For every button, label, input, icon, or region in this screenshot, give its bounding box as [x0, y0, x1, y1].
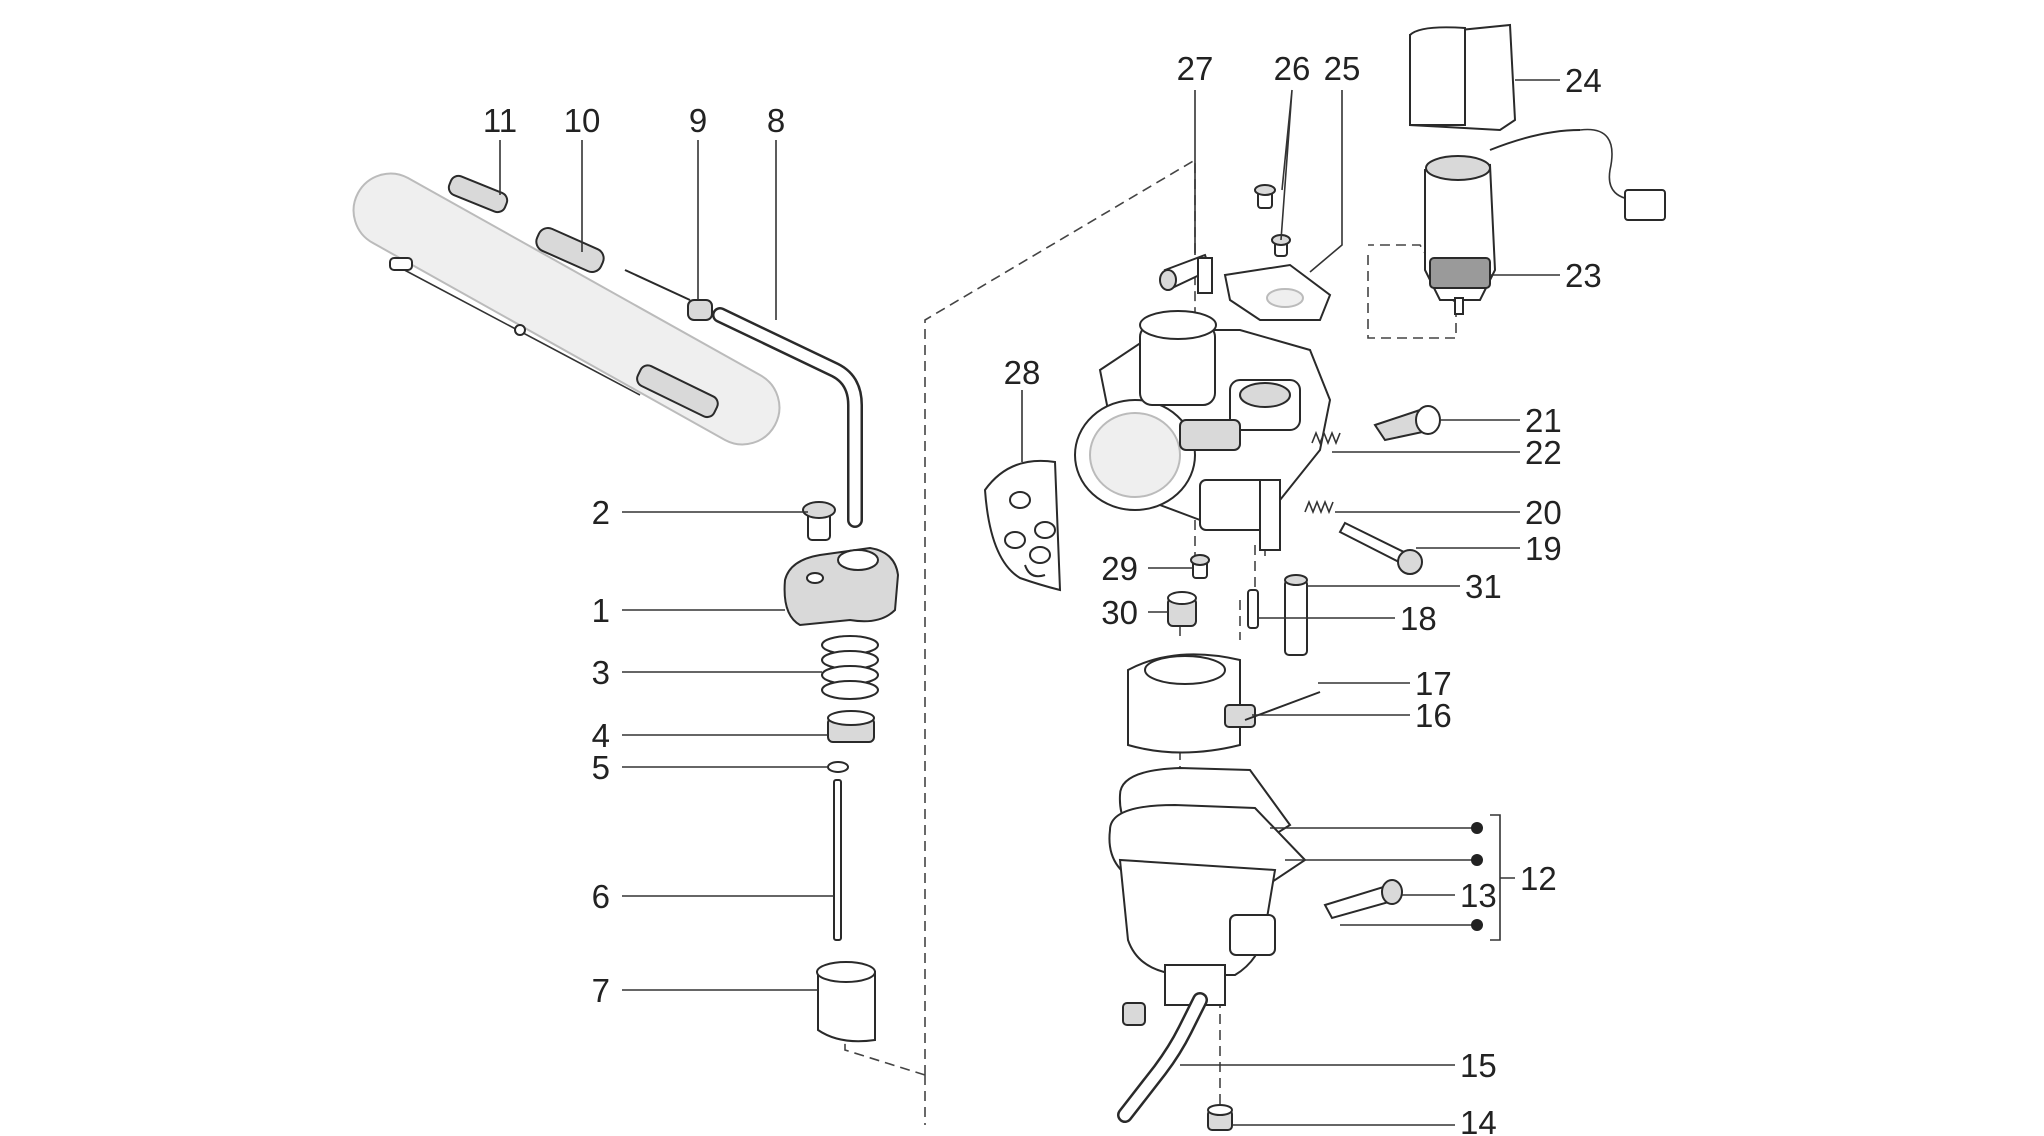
- callout-15: 15: [1460, 1047, 1497, 1084]
- callout-18: 18: [1400, 600, 1437, 637]
- part-5-needle-clip: [827, 761, 849, 773]
- callout-10: 10: [564, 102, 601, 139]
- part-11-cable-end-pin: [447, 174, 509, 214]
- callout-19: 19: [1525, 530, 1562, 567]
- callout-31: 31: [1465, 568, 1502, 605]
- callout-3: 3: [592, 654, 610, 691]
- part-22-spring: [1311, 430, 1341, 446]
- main-carburetor-body: [1074, 310, 1332, 551]
- part-31-emulsion-tube: [1284, 574, 1308, 656]
- leader-lines: [499, 79, 1560, 1126]
- callout-16: 16: [1415, 697, 1452, 734]
- callout-21: 21: [1525, 402, 1562, 439]
- part-3-spring: [821, 635, 879, 700]
- callout-9: 9: [689, 102, 707, 139]
- part-6-jet-needle: [833, 779, 842, 941]
- part-15-drain-hose: [1117, 992, 1208, 1123]
- assembly-guide-lines: [844, 158, 1457, 1125]
- part-21-idle-screw: [1373, 405, 1441, 442]
- callout-labels: 11 10 9 8 2 1 3 4 5 6 7 27 26 25 24 23 2…: [483, 50, 1602, 1136]
- carburetor-body-group: [983, 23, 1666, 1131]
- small-plug: [1122, 1002, 1146, 1026]
- part-20-spring: [1304, 499, 1334, 515]
- callout-29: 29: [1101, 550, 1138, 587]
- callout-12-dot-3: [1471, 919, 1483, 931]
- part-18-float-needle: [1247, 589, 1259, 629]
- part-4-retainer: [827, 710, 875, 743]
- callout-28: 28: [1004, 354, 1041, 391]
- callout-14: 14: [1460, 1104, 1497, 1136]
- part-24-starter-cap: [1409, 23, 1517, 132]
- part-23-electric-starter: [1424, 128, 1666, 315]
- choke-cable: [389, 257, 719, 419]
- part-1-slide-cover: [783, 546, 900, 627]
- callout-4: 4: [592, 717, 610, 754]
- callout-2: 2: [592, 494, 610, 531]
- part-27-fuel-fitting: [1159, 253, 1213, 294]
- part-16-float: [1127, 653, 1256, 754]
- callout-17: 17: [1415, 665, 1452, 702]
- callout-12: 12: [1520, 860, 1557, 897]
- callout-12-dot-1: [1471, 822, 1483, 834]
- callout-25: 25: [1324, 50, 1361, 87]
- callout-26: 26: [1274, 50, 1311, 87]
- callout-8: 8: [767, 102, 785, 139]
- part-8-cable-guide-tube: [712, 307, 863, 528]
- callout-23: 23: [1565, 257, 1602, 294]
- part-30-jet-holder: [1167, 591, 1197, 627]
- callout-24: 24: [1565, 62, 1602, 99]
- part-9-adjuster-screw-and-nut: [624, 269, 713, 321]
- callout-22: 22: [1525, 434, 1562, 471]
- callout-5: 5: [592, 749, 610, 786]
- callout-30: 30: [1101, 594, 1138, 631]
- callout-6: 6: [592, 878, 610, 915]
- callout-11: 11: [483, 102, 517, 139]
- part-10-adjuster-sleeve: [535, 227, 605, 273]
- callout-27: 27: [1177, 50, 1214, 87]
- throttle-assembly: [352, 172, 900, 1043]
- part-2-screw: [802, 501, 836, 541]
- callout-13: 13: [1460, 877, 1497, 914]
- callout-12-dot-2: [1471, 854, 1483, 866]
- part-14-plug: [1207, 1104, 1233, 1131]
- callout-7: 7: [592, 972, 610, 1009]
- callout-1: 1: [592, 592, 610, 629]
- part-19-mixture-screw: [1338, 521, 1423, 575]
- part-25-bracket: [1223, 263, 1332, 321]
- part-7-throttle-slide: [816, 961, 876, 1043]
- part-28-intake-gasket: [983, 459, 1062, 592]
- part-12-bowl-gaskets: [1108, 766, 1307, 892]
- part-29-jet: [1190, 554, 1210, 579]
- float-bowl: [1118, 858, 1277, 1006]
- part-13-drain-screw: [1323, 879, 1403, 920]
- callout-20: 20: [1525, 494, 1562, 531]
